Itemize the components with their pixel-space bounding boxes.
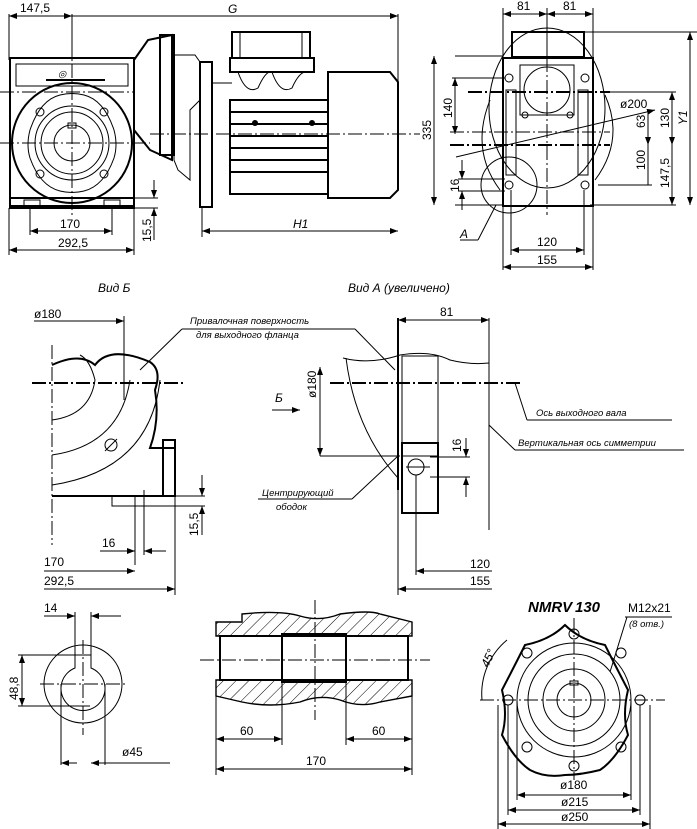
dim-140: 140 — [441, 98, 455, 118]
dim-14: 14 — [44, 601, 58, 615]
dim-d180-view-a: ø180 — [305, 370, 319, 398]
dim-d45: ø45 — [122, 745, 143, 759]
dim-81-left: 81 — [517, 0, 531, 13]
dim-16-view-b: 16 — [102, 536, 116, 550]
dim-120-view-a: 120 — [470, 557, 490, 571]
dim-147-5: 147,5 — [20, 1, 50, 15]
dim-16-view-a: 16 — [450, 438, 464, 452]
dim-60-left: 60 — [240, 724, 254, 738]
shaft-bore-section: 14 48,8 ø45 — [7, 601, 170, 766]
view-a-title: Вид А (увеличено) — [348, 281, 450, 295]
thread-note: (8 отв.) — [629, 619, 664, 630]
note-mating-surface-line2: для выходного фланца — [196, 330, 299, 341]
dim-G: G — [228, 2, 237, 16]
dim-120-side: 120 — [537, 235, 557, 249]
dim-60-right: 60 — [372, 724, 386, 738]
view-arrow-label-b: Б — [275, 391, 283, 405]
view-b-title: Вид Б — [98, 281, 131, 295]
dim-81-view-a: 81 — [440, 305, 454, 319]
bolt-angle: 45° — [478, 647, 498, 670]
dim-48-8: 48,8 — [7, 676, 21, 700]
brand-logo: ◎ — [58, 69, 67, 80]
dim-d215-flange: ø215 — [561, 795, 589, 809]
dim-130: 130 — [658, 108, 672, 128]
dim-292-5-top: 292,5 — [58, 236, 88, 250]
view-a: Вид А (увеличено) 81 ø180 Б 16 120 155 О… — [258, 281, 684, 595]
hollow-shaft-section: 60 60 170 — [200, 600, 430, 775]
flange-title-prefix: NMRV — [528, 599, 574, 616]
dim-15-5-view-b: 15,5 — [187, 512, 201, 536]
flange-title-size: 130 — [575, 599, 601, 616]
dim-d250-flange: ø250 — [561, 810, 589, 824]
dim-170-shaft: 170 — [306, 754, 326, 768]
note-centering-rim-line1: Центрирующий — [262, 488, 334, 499]
note-vertical-axis: Вертикальная ось симметрии — [518, 438, 657, 449]
dim-100: 100 — [634, 150, 648, 170]
dim-d180-view-b: ø180 — [34, 307, 62, 321]
dim-H1: H1 — [293, 217, 308, 231]
front-elevation-view: 147,5 G ◎ — [0, 1, 420, 255]
dim-81-right: 81 — [563, 0, 577, 13]
dim-170-view-b: 170 — [44, 555, 64, 569]
detail-label-A: A — [459, 227, 468, 241]
note-output-shaft-axis: Ось выходного вала — [536, 408, 626, 419]
note-centering-rim-line2: ободок — [276, 502, 307, 513]
thread-spec: M12x21 — [628, 601, 671, 615]
dim-155-view-a: 155 — [470, 574, 490, 588]
dim-Y1: Y1 — [676, 110, 690, 125]
dim-d200: ø200 — [620, 97, 648, 111]
dim-147-5-side: 147,5 — [658, 158, 672, 188]
dim-155-side: 155 — [537, 253, 557, 267]
dim-335: 335 — [420, 120, 434, 140]
view-b: Вид Б ø180 16 15,5 170 292,5 Привалочная… — [32, 281, 396, 595]
side-view: 81 81 335 140 ø200 63 100 1 — [420, 0, 697, 270]
dim-63: 63 — [634, 114, 648, 128]
dim-15-5-top: 15,5 — [140, 218, 154, 242]
dim-16-side: 16 — [448, 178, 462, 192]
dim-d180-flange: ø180 — [560, 778, 588, 792]
note-mating-surface-line1: Привалочная поверхность — [190, 316, 309, 327]
dim-292-5-view-b: 292,5 — [44, 574, 74, 588]
dim-170-top: 170 — [60, 217, 80, 231]
output-flange-view: NMRV 130 M12x21 (8 отв.) 45° ø180 ø215 ø… — [478, 599, 672, 829]
